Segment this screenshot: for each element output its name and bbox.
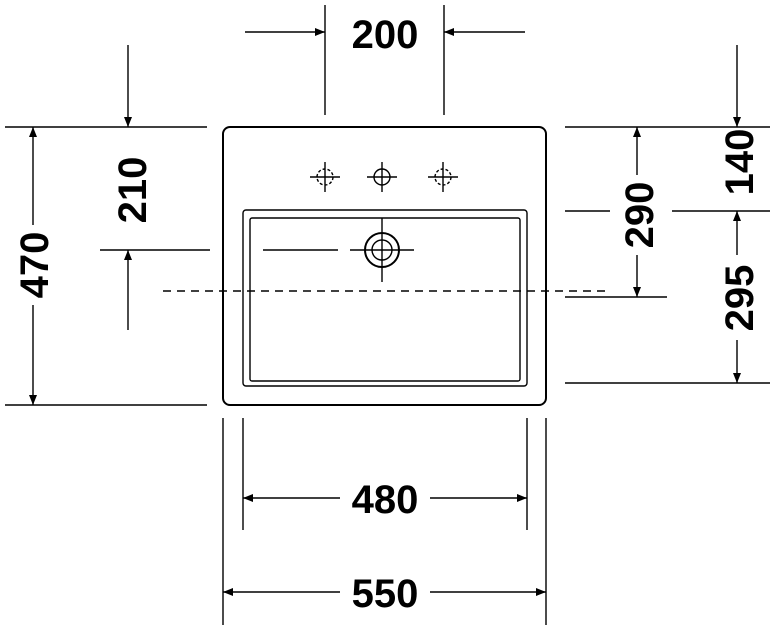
svg-text:200: 200 bbox=[352, 13, 419, 57]
svg-text:480: 480 bbox=[352, 478, 419, 522]
dimension-210: 210 bbox=[100, 45, 338, 330]
tap-hole-right-icon bbox=[428, 162, 458, 192]
svg-text:140: 140 bbox=[718, 129, 762, 196]
tap-hole-left-icon bbox=[310, 162, 340, 192]
svg-text:295: 295 bbox=[718, 265, 762, 332]
tap-hole-center-icon bbox=[367, 162, 397, 192]
svg-text:550: 550 bbox=[352, 572, 419, 616]
svg-text:470: 470 bbox=[13, 232, 57, 299]
dimension-295: 295 bbox=[718, 211, 762, 383]
dimension-290: 290 bbox=[618, 127, 662, 297]
right-extension-lines bbox=[565, 126, 770, 384]
dimension-550: 550 bbox=[222, 418, 547, 625]
dimension-470: 470 bbox=[5, 126, 207, 406]
dimension-200: 200 bbox=[245, 5, 525, 115]
svg-text:290: 290 bbox=[618, 182, 662, 249]
basin-outline bbox=[222, 126, 547, 406]
svg-text:210: 210 bbox=[111, 157, 155, 224]
dimension-480: 480 bbox=[242, 418, 528, 530]
dimension-140: 140 bbox=[718, 45, 762, 195]
drain-icon bbox=[350, 218, 414, 282]
